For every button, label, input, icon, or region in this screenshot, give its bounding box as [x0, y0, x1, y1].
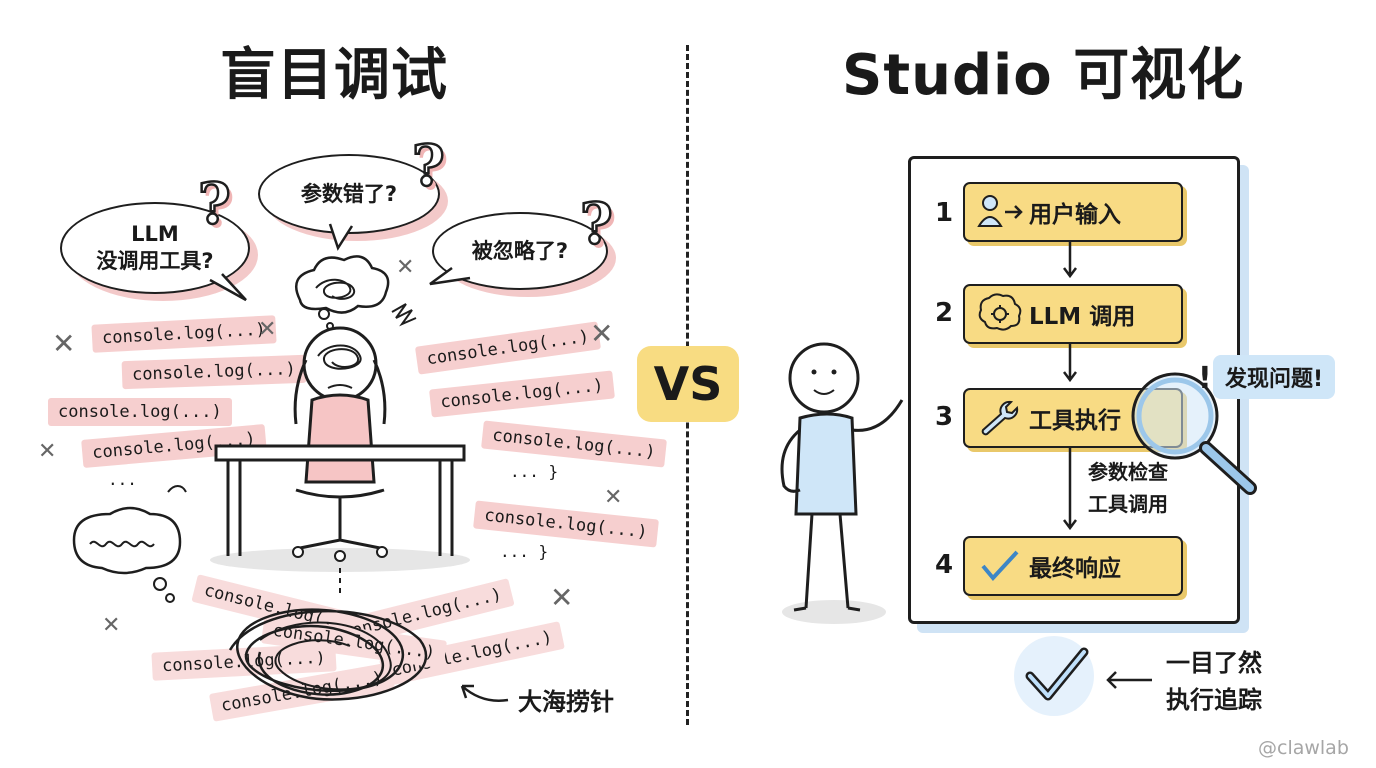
x-mark-icon: ✕: [396, 255, 415, 280]
step3-detail-line2: 工具调用: [1088, 492, 1168, 516]
bubble-tail: [209, 273, 247, 302]
wrench-icon: [981, 400, 1019, 436]
chair-wheel: [292, 546, 304, 558]
mumble-dot: [153, 577, 167, 591]
flow-arrow: [1063, 242, 1077, 279]
watermark: @clawlab: [1258, 737, 1349, 759]
bubble-llm: LLM 没调用工具?: [60, 202, 250, 294]
step-number-1: 1: [934, 198, 954, 228]
step-user-input: 用户输入: [963, 182, 1183, 242]
mumble-scribble: [89, 540, 155, 548]
frown: [327, 384, 353, 389]
head-scribble: [317, 344, 362, 370]
step-number-2: 2: [934, 298, 954, 328]
magnifier-handle: [1202, 444, 1254, 492]
glance-line2: 执行追踪: [1166, 686, 1262, 714]
magnifier-rim: [1136, 377, 1214, 455]
bubble-tail: [328, 223, 354, 251]
person-arms: [293, 359, 387, 425]
check-glow: [1014, 636, 1094, 716]
bubble-params-text: 参数错了?: [300, 181, 398, 206]
cloud-dot: [318, 308, 330, 320]
mumble-dot: [165, 593, 175, 603]
issue-found-badge: 发现问题!: [1213, 355, 1336, 399]
glance-note: 一目了然 执行追踪: [1166, 645, 1262, 719]
x-mark-icon: ✕: [52, 327, 76, 360]
left-title: 盲目调试: [220, 43, 448, 108]
step-number-4: 4: [934, 550, 954, 580]
x-mark-icon: ✕: [102, 613, 121, 638]
step-label: LLM 调用: [1029, 304, 1136, 330]
stress-squiggle: [391, 303, 417, 327]
magnifier-lens: [1131, 372, 1219, 460]
chair: [295, 488, 385, 550]
x-mark-icon: ✕: [604, 485, 623, 510]
checkmark-icon: [981, 550, 1019, 582]
bubble-ignored-text: 被忽略了?: [471, 238, 569, 263]
step3-detail: 参数检查 工具调用: [1088, 456, 1168, 520]
sweat-mark: [167, 485, 187, 493]
vs-badge: VS: [637, 346, 739, 422]
step-final-response: 最终响应: [963, 536, 1183, 596]
right-title: Studio 可视化: [842, 43, 1245, 108]
bubble-llm-line1: LLM: [131, 222, 179, 246]
head-thought-cloud: [295, 255, 390, 314]
step-label: 工具执行: [1029, 408, 1121, 434]
tangled-lines: [228, 608, 428, 701]
question-mark-icon: ?: [197, 171, 232, 237]
x-mark-icon: ✕: [550, 581, 574, 614]
glance-arrow: [1106, 671, 1152, 689]
chair-wheel: [376, 546, 388, 558]
figure-arm: [780, 428, 801, 493]
figure-shadow: [782, 600, 886, 624]
figure-eye: [811, 369, 817, 375]
log-ellipsis: ...: [108, 470, 137, 489]
console-log-tag: console.log(...): [48, 398, 232, 426]
bubble-params: 参数错了?: [258, 154, 440, 234]
step-number-3: 3: [934, 402, 954, 432]
figure-pointing-arm: [851, 399, 904, 432]
glance-line1: 一目了然: [1166, 649, 1262, 677]
question-mark-icon: ?: [411, 133, 446, 199]
chair-wheel: [334, 550, 346, 562]
step-label: 用户输入: [1029, 202, 1121, 228]
figure-head: [788, 342, 860, 414]
exclamation-icon: !: [1198, 361, 1212, 396]
question-mark-icon: ?: [579, 191, 614, 257]
desk-top: [214, 444, 466, 462]
step3-detail-line1: 参数检查: [1088, 460, 1168, 484]
user-arrow-icon: [977, 195, 1023, 227]
needle-haystack-caption: 大海捞针: [518, 688, 614, 716]
bubble-llm-line2: 没调用工具?: [96, 249, 214, 273]
bubble-tail: [429, 266, 471, 286]
log-ellipsis: ... }: [510, 462, 559, 481]
figure-body: [794, 412, 858, 516]
caption-arrow: [460, 684, 509, 702]
log-ellipsis: ... }: [500, 542, 549, 561]
figure-smile: [813, 389, 835, 395]
step-llm-call: LLM 调用: [963, 284, 1183, 344]
x-mark-icon: ✕: [258, 317, 277, 342]
step-label: 最终响应: [1029, 556, 1121, 582]
scribble: [315, 278, 356, 300]
glance-checkmark-icon: [1028, 650, 1086, 698]
tangled-lines: [259, 621, 392, 691]
mumble-bubble: [72, 506, 182, 575]
x-mark-icon: ✕: [590, 317, 614, 350]
figure-eye: [831, 369, 837, 375]
brain-gear-icon: [978, 293, 1022, 331]
flow-arrow: [1063, 448, 1077, 531]
x-mark-icon: ✕: [38, 439, 57, 464]
figure-legs: [793, 513, 861, 612]
desk-legs: [226, 460, 454, 556]
flow-arrow: [1063, 344, 1077, 383]
